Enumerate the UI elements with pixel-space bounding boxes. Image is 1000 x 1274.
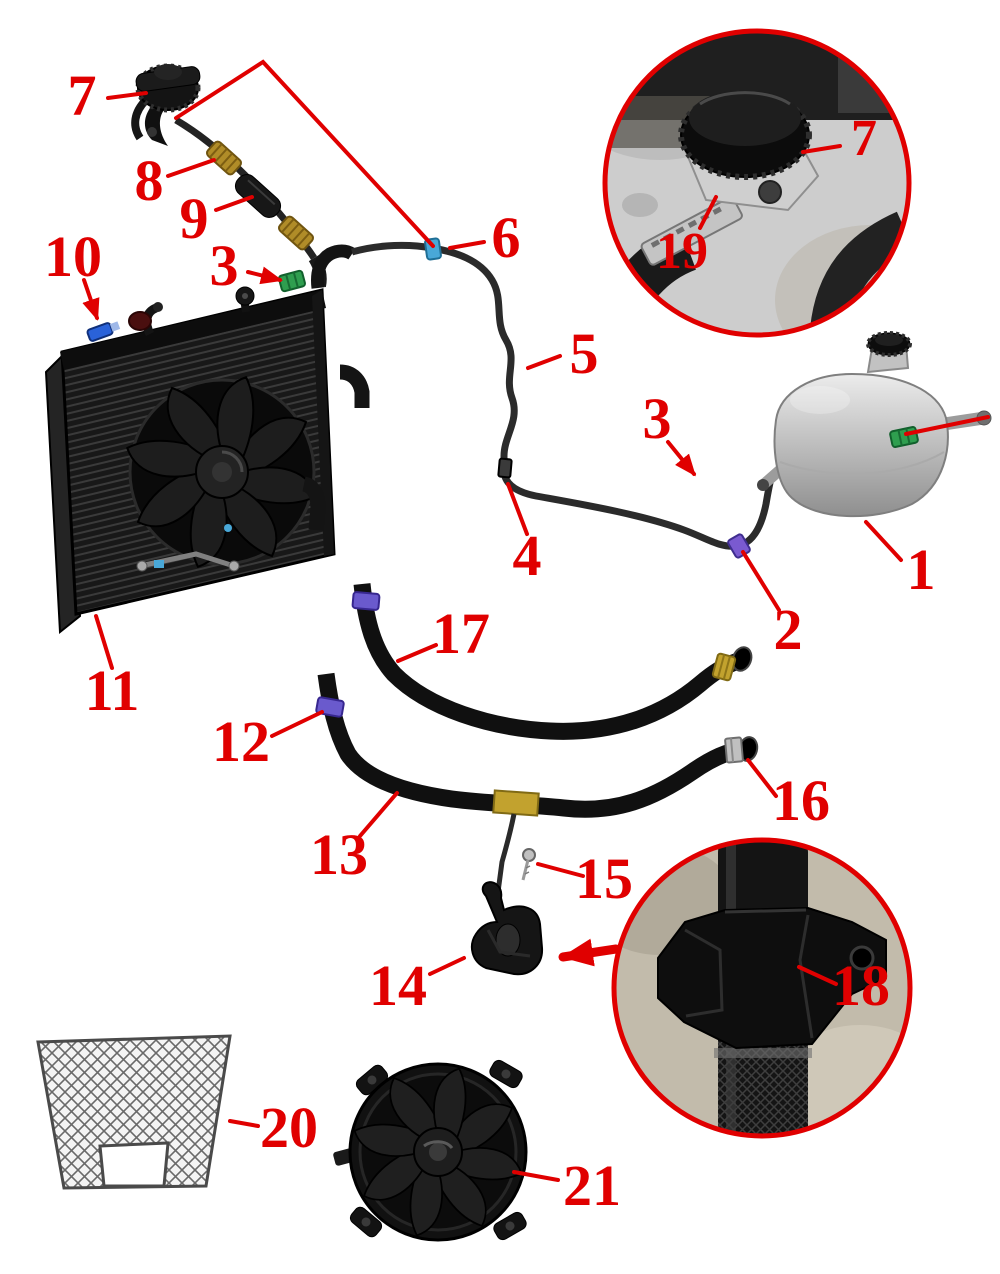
callout-7-inset: 7 bbox=[851, 110, 877, 167]
callout-18-inset: 18 bbox=[832, 953, 890, 1018]
inset-radiator-cap-detail bbox=[602, 28, 912, 338]
callout-14: 14 bbox=[369, 953, 427, 1018]
cap-feed-hose-assembly bbox=[174, 116, 327, 288]
callout-12: 12 bbox=[212, 709, 270, 774]
grommet-dark-red bbox=[128, 311, 152, 331]
callout-3-left: 3 bbox=[209, 233, 239, 298]
callout-13: 13 bbox=[310, 822, 368, 887]
cooling-fan-21 bbox=[333, 1059, 528, 1242]
callout-17: 17 bbox=[432, 601, 490, 666]
radiator-elbow-mid bbox=[339, 364, 370, 408]
radiator-elbow-low bbox=[301, 476, 326, 531]
radiator-bottom-bracket bbox=[136, 524, 240, 572]
callout-10: 10 bbox=[44, 224, 102, 289]
inset-hose-clamp-detail bbox=[611, 837, 913, 1139]
bleed-line bbox=[495, 813, 517, 893]
callout-1: 1 bbox=[906, 537, 936, 602]
gold-band-hose13 bbox=[492, 789, 540, 817]
callout-19-inset: 19 bbox=[656, 223, 708, 280]
callout-7-main: 7 bbox=[67, 63, 97, 128]
hose-17 bbox=[353, 583, 741, 740]
radiator-top-mounts bbox=[142, 286, 255, 337]
callout-21: 21 bbox=[563, 1153, 621, 1218]
screw-15 bbox=[521, 848, 536, 881]
callout-11: 11 bbox=[84, 658, 140, 723]
callout-4: 4 bbox=[512, 523, 542, 588]
callout-leader-lines bbox=[82, 59, 990, 1182]
purple-clamp-hose17 bbox=[351, 591, 381, 611]
gold-clamp-hose17 bbox=[711, 652, 737, 682]
inset-pointer-arrow bbox=[558, 938, 621, 967]
callout-2: 2 bbox=[773, 597, 803, 662]
callout-9: 9 bbox=[179, 186, 209, 251]
brass-fitting-8 bbox=[205, 140, 243, 176]
callout-5: 5 bbox=[569, 321, 599, 386]
radiator bbox=[44, 244, 370, 634]
rubber-sleeve-9 bbox=[234, 174, 282, 218]
radiator-cap bbox=[131, 63, 201, 146]
callout-20: 20 bbox=[260, 1095, 318, 1160]
large-hoses bbox=[315, 583, 759, 893]
callout-16: 16 bbox=[772, 768, 830, 833]
silver-clamp-16 bbox=[724, 736, 744, 764]
callout-6: 6 bbox=[491, 205, 521, 270]
leader-cap-route bbox=[174, 59, 435, 248]
inset-circle-bottom bbox=[611, 837, 913, 1139]
callout-3-right: 3 bbox=[642, 386, 672, 451]
pipe-clip-4 bbox=[497, 457, 513, 479]
green-clamp-3-left bbox=[278, 269, 306, 293]
radiator-elbow-top bbox=[311, 244, 356, 289]
radiator-fan-shroud bbox=[123, 373, 321, 571]
callout-8: 8 bbox=[134, 148, 164, 213]
hose-bracket-14 bbox=[470, 881, 544, 976]
grille-20 bbox=[36, 1034, 232, 1190]
blue-fitting-10 bbox=[86, 321, 121, 342]
inset-circle-top bbox=[602, 28, 912, 338]
callout-15: 15 bbox=[575, 846, 633, 911]
brass-fitting-lower bbox=[277, 215, 315, 251]
